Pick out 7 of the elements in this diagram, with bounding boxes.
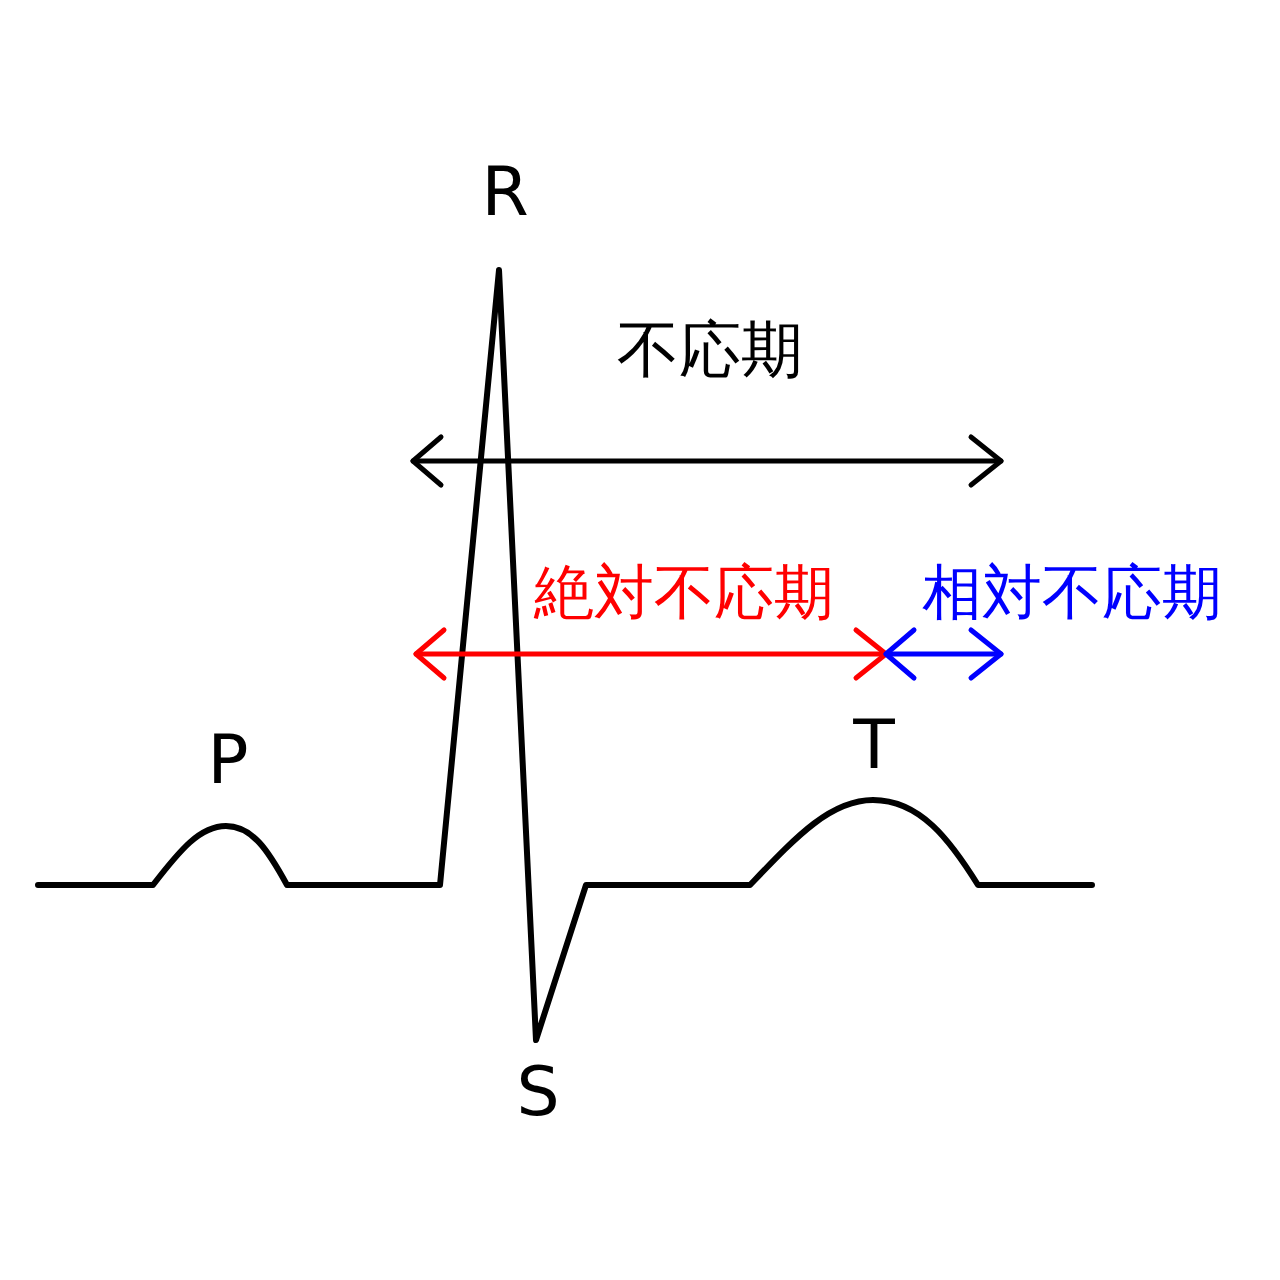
wave-label: S <box>516 1058 560 1126</box>
period-label: 相対不応期 <box>922 562 1222 622</box>
period-label: 不応期 <box>617 319 803 381</box>
wave-label: T <box>853 711 895 779</box>
wave-label: P <box>207 726 249 794</box>
wave-label: R <box>481 158 529 226</box>
period-label: 絶対不応期 <box>534 562 834 622</box>
